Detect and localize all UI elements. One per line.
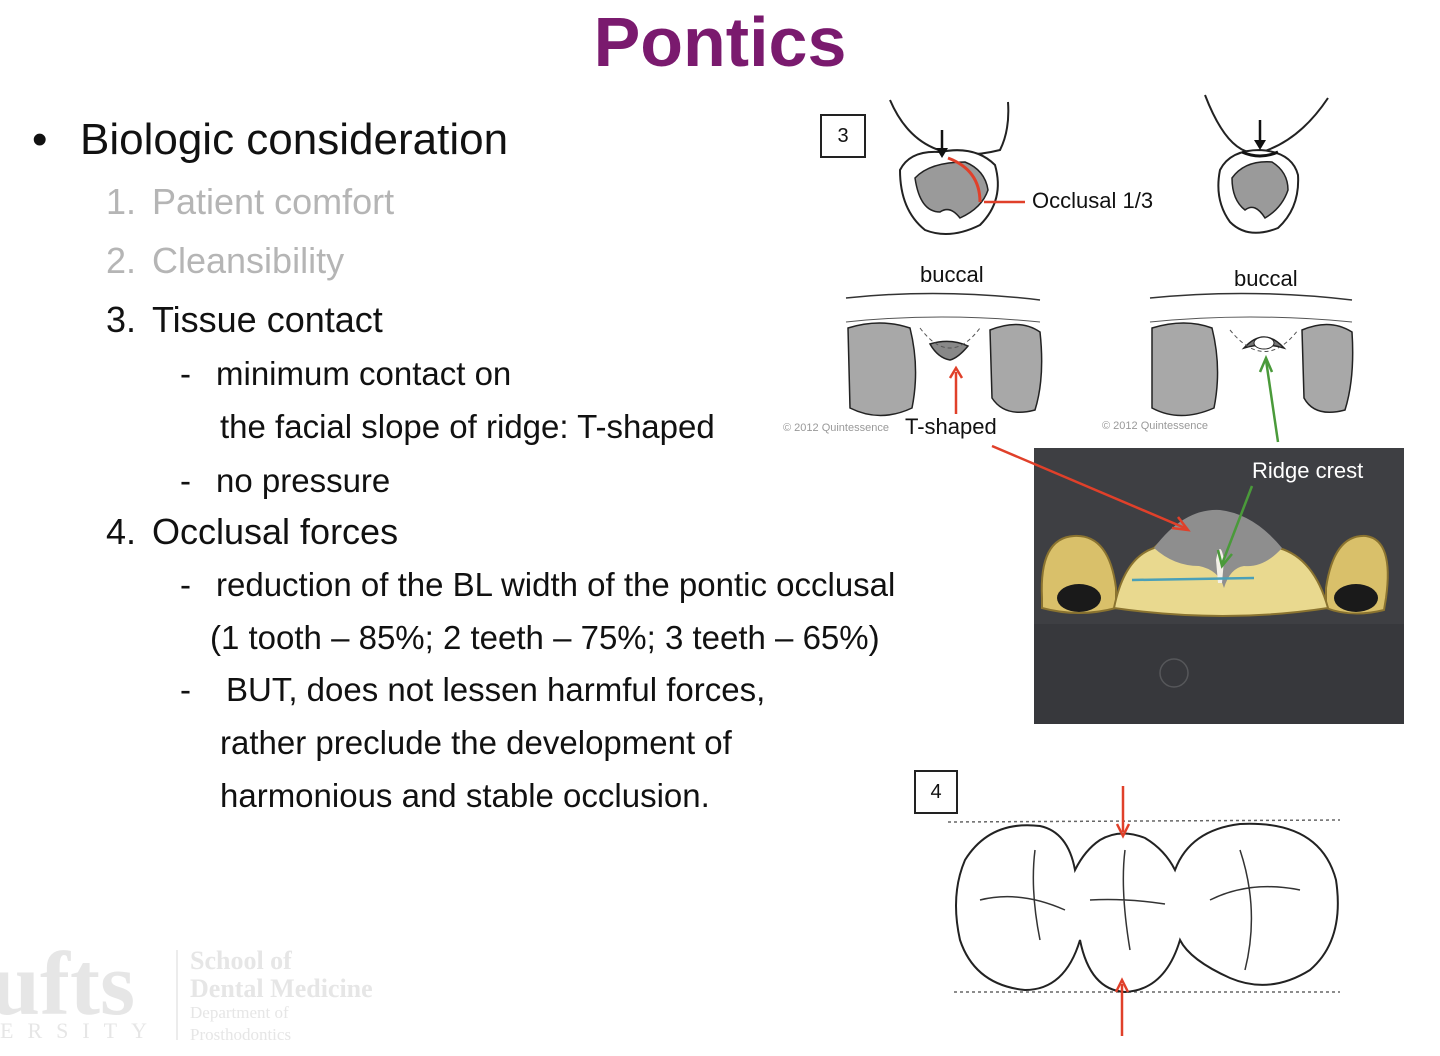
item-4-num: 4. [106, 511, 137, 552]
logo-dept-line1: Department of [190, 1003, 289, 1022]
buccal-label-right: buccal [1234, 266, 1298, 291]
logo-divider [176, 950, 178, 1040]
tissue-point-1-line2: the facial slope of ridge: T-shaped [220, 408, 715, 445]
heading-biologic: Biologic consideration [80, 115, 509, 164]
figure-3-number-box: 3 [820, 114, 866, 158]
t-shaped-label: T-shaped [905, 414, 997, 439]
logo-school-line2: Dental Medicine [190, 974, 373, 1003]
occlusal-dash-1: - [180, 566, 191, 603]
occlusal-point-2-line2: rather preclude the development of [220, 724, 732, 761]
item-1-num: 1. [106, 181, 137, 222]
logo-wordmark: ufts [0, 935, 136, 1034]
copyright-right: © 2012 Quintessence [1102, 420, 1208, 432]
annotation-arrows [991, 354, 1280, 569]
figure-4-number-box: 4 [914, 770, 958, 814]
item-1-text: Patient comfort [152, 181, 395, 222]
occlusal-dash-2: - [180, 671, 191, 708]
item-3-num: 3. [106, 299, 137, 340]
logo-dept-line2: Prosthodontics [190, 1025, 292, 1044]
item-2-text: Cleansibility [152, 240, 345, 281]
ridge-crest-label: Ridge crest [1252, 458, 1364, 483]
logo-school-line1: School of [190, 946, 292, 975]
bullet-dot: • [32, 115, 48, 164]
copyright-left: © 2012 Quintessence [783, 422, 889, 434]
item-3-text: Tissue contact [152, 299, 383, 340]
logo-university: ERSITY [0, 1018, 161, 1043]
pontic-cross-section-sketches [889, 94, 1329, 235]
buccal-label-left: buccal [920, 262, 984, 287]
occlusal-point-2-line3: harmonious and stable occlusion. [220, 777, 710, 814]
occlusal-point-1-line2: (1 tooth – 85%; 2 teeth – 75%; 3 teeth –… [210, 619, 880, 656]
occlusal-point-2-line1: BUT, does not lessen harmful forces, [226, 671, 766, 708]
occlusal-outline-sketch [947, 786, 1341, 1036]
tissue-dash-2: - [180, 462, 191, 499]
bridge-illustration [1034, 448, 1404, 724]
occlusal-point-1-line1: reduction of the BL width of the pontic … [216, 566, 896, 603]
slide-title: Pontics [593, 3, 847, 81]
tissue-point-2-line1: no pressure [216, 462, 391, 499]
item-4-text: Occlusal forces [152, 511, 399, 552]
item-2-num: 2. [106, 240, 137, 281]
occlusal-third-label: Occlusal 1/3 [1032, 188, 1154, 213]
ridge-view-sketches [845, 292, 1354, 417]
tissue-point-1-line1: minimum contact on [216, 355, 512, 392]
bridge-photo [1034, 448, 1404, 724]
tissue-dash-1: - [180, 355, 191, 392]
